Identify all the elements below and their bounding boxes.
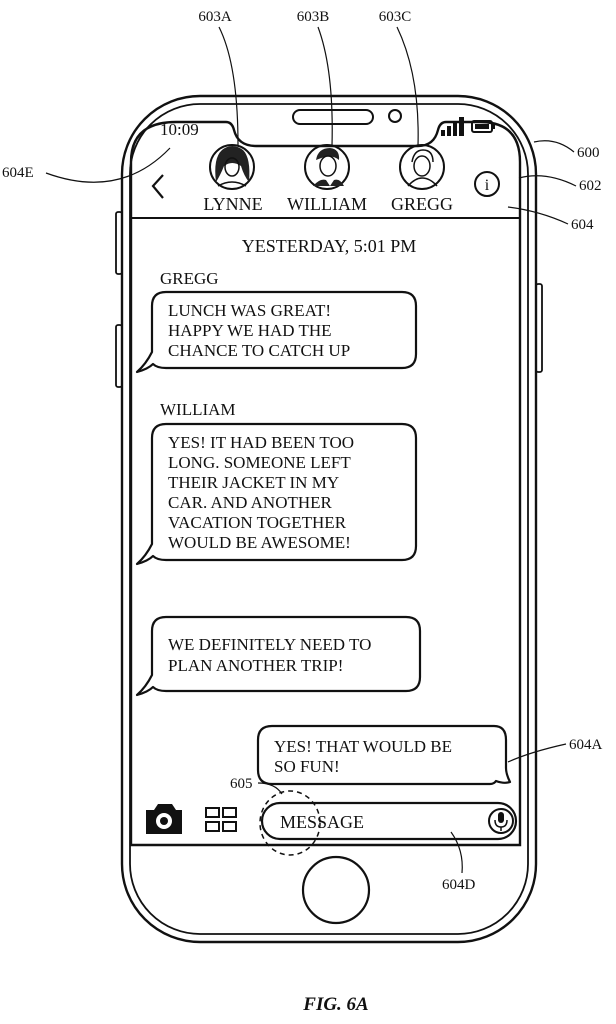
ref-label-603b: 603B [297, 9, 330, 25]
contact-name-gregg: GREGG [391, 194, 453, 214]
volume-up-button[interactable] [116, 212, 122, 274]
ref-label-603a: 603A [198, 9, 232, 25]
message-2-line-4: CAR. AND ANOTHER [168, 493, 333, 512]
message-4-line-2: SO FUN! [274, 757, 340, 776]
ref-label-603c: 603C [379, 9, 412, 25]
ref-label-604: 604 [571, 217, 594, 233]
message-2-line-1: YES! IT HAD BEEN TOO [168, 433, 354, 452]
leader-603a [219, 27, 238, 145]
avatar-william[interactable] [305, 145, 349, 189]
message-2-line-3: THEIR JACKET IN MY [168, 473, 339, 492]
home-button[interactable] [303, 857, 369, 923]
message-2-line-6: WOULD BE AWESOME! [168, 533, 351, 552]
ref-label-600: 600 [577, 145, 600, 161]
figure-caption: FIG. 6A [302, 994, 368, 1015]
sender-name-gregg: GREGG [160, 269, 219, 288]
avatar-gregg[interactable] [400, 145, 444, 189]
ref-label-604a: 604A [569, 737, 603, 753]
ref-label-605: 605 [230, 776, 253, 792]
avatar-lynne[interactable] [210, 145, 254, 189]
message-4-line-1: YES! THAT WOULD BE [274, 737, 452, 756]
contact-name-william: WILLIAM [287, 194, 367, 214]
info-button[interactable]: i [475, 172, 499, 196]
apps-grid-icon [206, 808, 236, 831]
message-3-line-1: WE DEFINITELY NEED TO [168, 635, 371, 654]
front-camera [389, 110, 401, 122]
leader-603c [397, 27, 418, 146]
power-button[interactable] [536, 284, 542, 372]
conversation-header: LYNNE WILLIAM GREGG i [153, 145, 499, 214]
back-button[interactable] [153, 175, 163, 198]
volume-down-button[interactable] [116, 325, 122, 387]
earpiece-speaker [293, 110, 373, 124]
contact-name-lynne: LYNNE [203, 194, 262, 214]
info-icon: i [485, 177, 490, 194]
message-1-line-2: HAPPY WE HAD THE [168, 321, 332, 340]
camera-button[interactable] [146, 804, 182, 834]
leader-603b [318, 27, 332, 146]
apps-button[interactable] [206, 808, 236, 831]
message-3-line-2: PLAN ANOTHER TRIP! [168, 656, 343, 675]
sender-name-william: WILLIAM [160, 400, 236, 419]
signal-strength-icon [441, 117, 464, 136]
leader-600 [534, 141, 574, 152]
microphone-button[interactable] [489, 809, 513, 833]
conversation-timestamp: YESTERDAY, 5:01 PM [242, 236, 417, 256]
message-2-line-2: LONG. SOMEONE LEFT [168, 453, 351, 472]
leader-604 [508, 207, 568, 224]
message-input-placeholder: MESSAGE [280, 812, 364, 832]
message-input-field[interactable]: MESSAGE [262, 803, 516, 839]
message-1-line-3: CHANCE TO CATCH UP [168, 341, 350, 360]
message-2-line-5: VACATION TOGETHER [168, 513, 347, 532]
ref-label-604d: 604D [442, 877, 476, 893]
ref-label-604e: 604E [2, 165, 34, 181]
leader-604e [46, 148, 170, 182]
status-time: 10:09 [160, 120, 199, 139]
microphone-icon [495, 812, 507, 831]
message-1-line-1: LUNCH WAS GREAT! [168, 301, 331, 320]
ref-label-602: 602 [579, 178, 602, 194]
